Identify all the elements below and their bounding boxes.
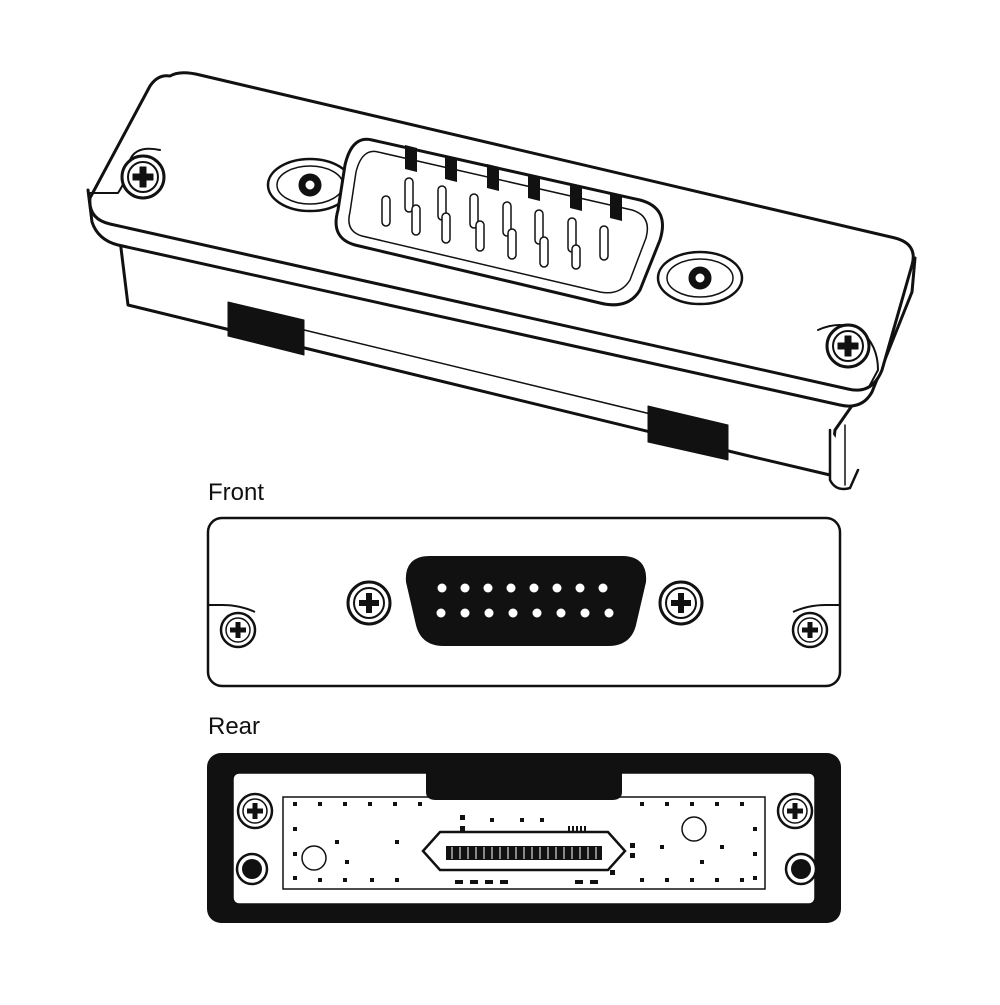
front-db15-connector [405, 556, 647, 646]
front-db15-pin-holes [436, 583, 614, 618]
front-jackscrew-right-icon [658, 580, 704, 626]
rear-screw-left-icon [236, 792, 274, 830]
rear-smd-components [293, 802, 757, 884]
front-screw-right-icon [791, 611, 829, 649]
latch-tab-right [647, 405, 729, 461]
rear-view-label: Rear [208, 713, 261, 740]
db15-pins [381, 177, 609, 270]
front-screw-left-icon [219, 611, 257, 649]
latch-tab-left [227, 301, 305, 356]
db15-pin-slots [405, 145, 622, 221]
front-view [206, 516, 842, 688]
rear-screw-right-icon [776, 792, 814, 830]
rear-view [207, 753, 841, 923]
faceplate-screw-left-icon [120, 154, 166, 200]
front-view-label: Front [208, 479, 265, 506]
rear-standoff-left [235, 852, 269, 886]
faceplate-screw-right-icon [825, 323, 871, 369]
isometric-view [86, 71, 917, 491]
rear-standoff-right [784, 852, 818, 886]
front-jackscrew-left-icon [346, 580, 392, 626]
